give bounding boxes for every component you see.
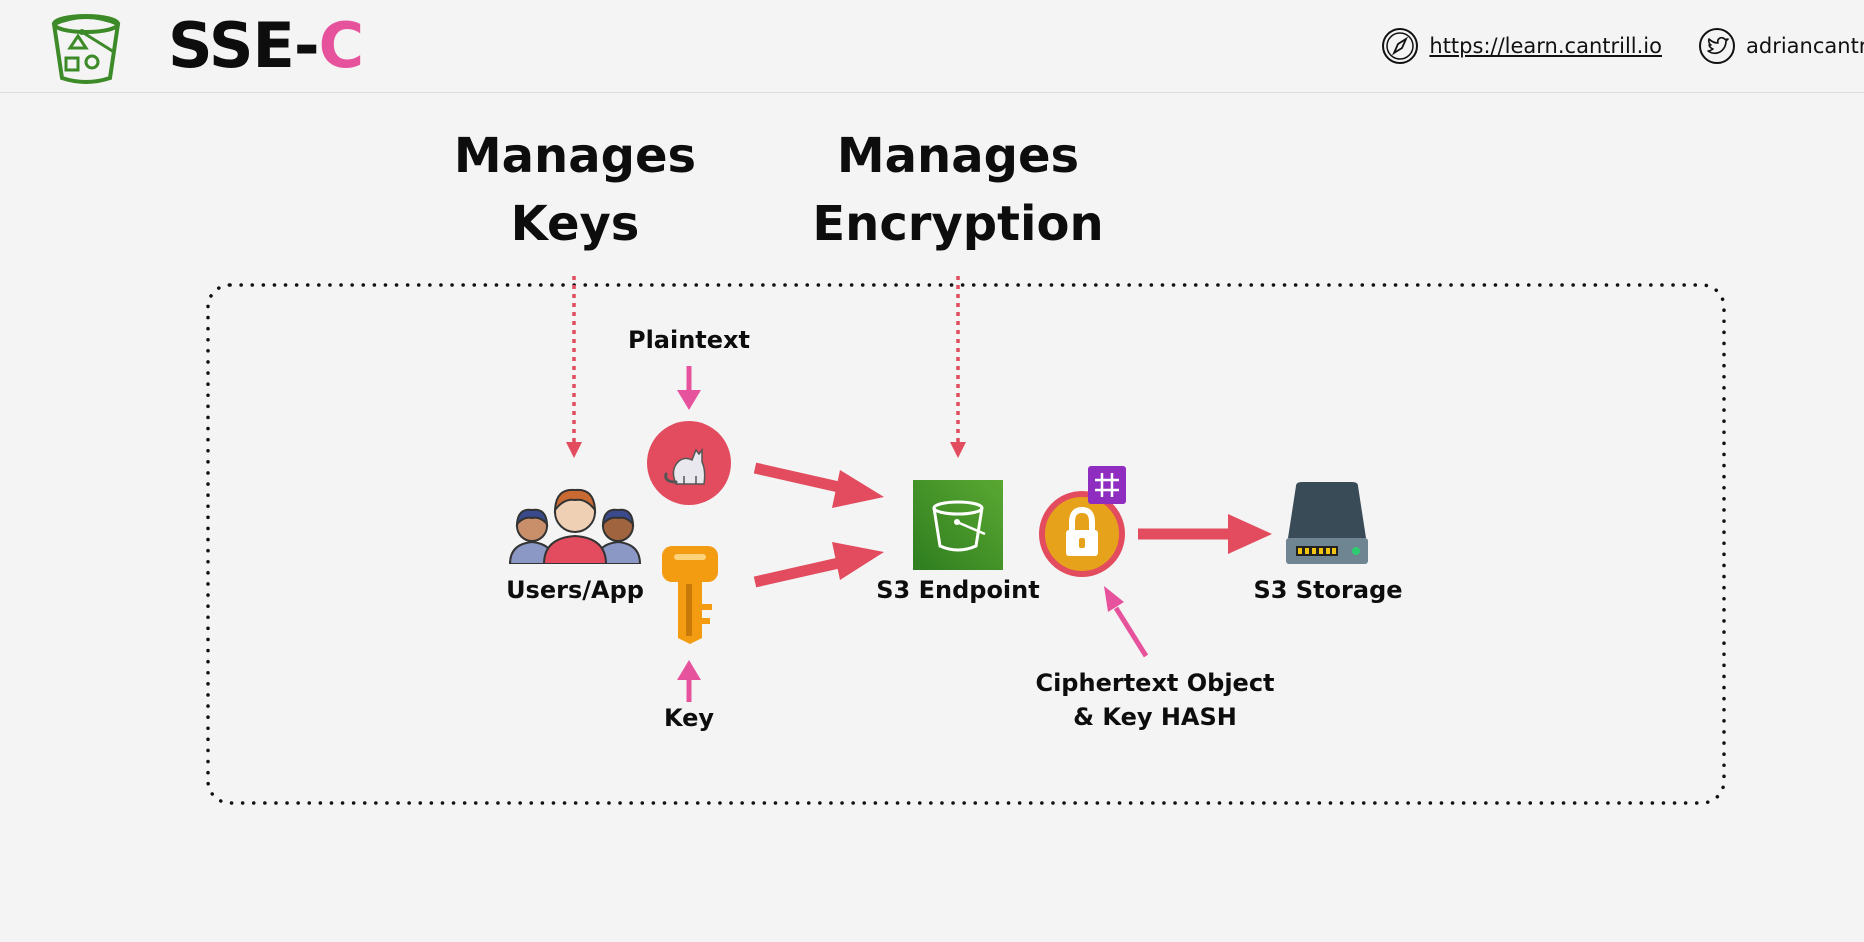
- header-bar: SSE-C https://learn.cantrill.io adrianca…: [0, 0, 1864, 93]
- key-up-arrow-tip: [677, 660, 701, 680]
- encrypt-to-storage-tip: [1228, 514, 1272, 554]
- ciphertext-label: Ciphertext Object & Key HASH: [1010, 666, 1300, 734]
- s3-endpoint-label: S3 Endpoint: [876, 576, 1040, 604]
- header-links: https://learn.cantrill.io adriancantrill: [1345, 26, 1864, 66]
- users-group-icon: [508, 488, 642, 564]
- s3-bucket-icon: [913, 480, 1003, 570]
- encrypted-object-lock-icon: [1039, 491, 1125, 577]
- page-title: SSE-C: [168, 9, 365, 82]
- website-link[interactable]: https://learn.cantrill.io: [1381, 27, 1662, 65]
- plaintext-to-endpoint-tip: [832, 470, 884, 508]
- users-app-label: Users/App: [506, 576, 644, 604]
- twitter-icon: [1699, 28, 1735, 64]
- title-accent: C: [318, 9, 365, 82]
- title-main: SSE-: [168, 9, 320, 82]
- plaintext-to-endpoint-line: [753, 462, 854, 496]
- key-icon: [662, 546, 718, 644]
- s3-bucket-logo-icon: [51, 14, 121, 84]
- keys-pointer-tip: [566, 442, 582, 458]
- key-to-endpoint-line: [753, 554, 854, 588]
- encryption-pointer-tip: [950, 442, 966, 458]
- ciphertext-pointer-tip: [1104, 586, 1124, 612]
- plaintext-cat-icon: [647, 421, 731, 505]
- key-label: Key: [663, 704, 715, 732]
- s3-storage-label: S3 Storage: [1253, 576, 1403, 604]
- twitter-handle-text: adriancantrill: [1746, 34, 1864, 58]
- ciphertext-label-line2: & Key HASH: [1073, 703, 1237, 731]
- plaintext-label: Plaintext: [627, 326, 751, 354]
- twitter-handle[interactable]: adriancantrill: [1698, 27, 1864, 65]
- manages-encryption-heading: Manages Encryption: [812, 128, 1104, 252]
- plaintext-down-arrow-tip: [677, 390, 701, 410]
- storage-drive-icon: [1286, 482, 1368, 564]
- ciphertext-label-line1: Ciphertext Object: [1035, 669, 1275, 697]
- system-boundary: [206, 283, 1726, 805]
- manages-keys-heading: Manages Keys: [453, 128, 697, 252]
- website-link-text[interactable]: https://learn.cantrill.io: [1429, 34, 1662, 58]
- key-to-endpoint-tip: [832, 542, 884, 580]
- hash-badge-icon: [1088, 466, 1126, 504]
- compass-icon: [1382, 28, 1419, 64]
- ciphertext-pointer-line: [1113, 606, 1149, 658]
